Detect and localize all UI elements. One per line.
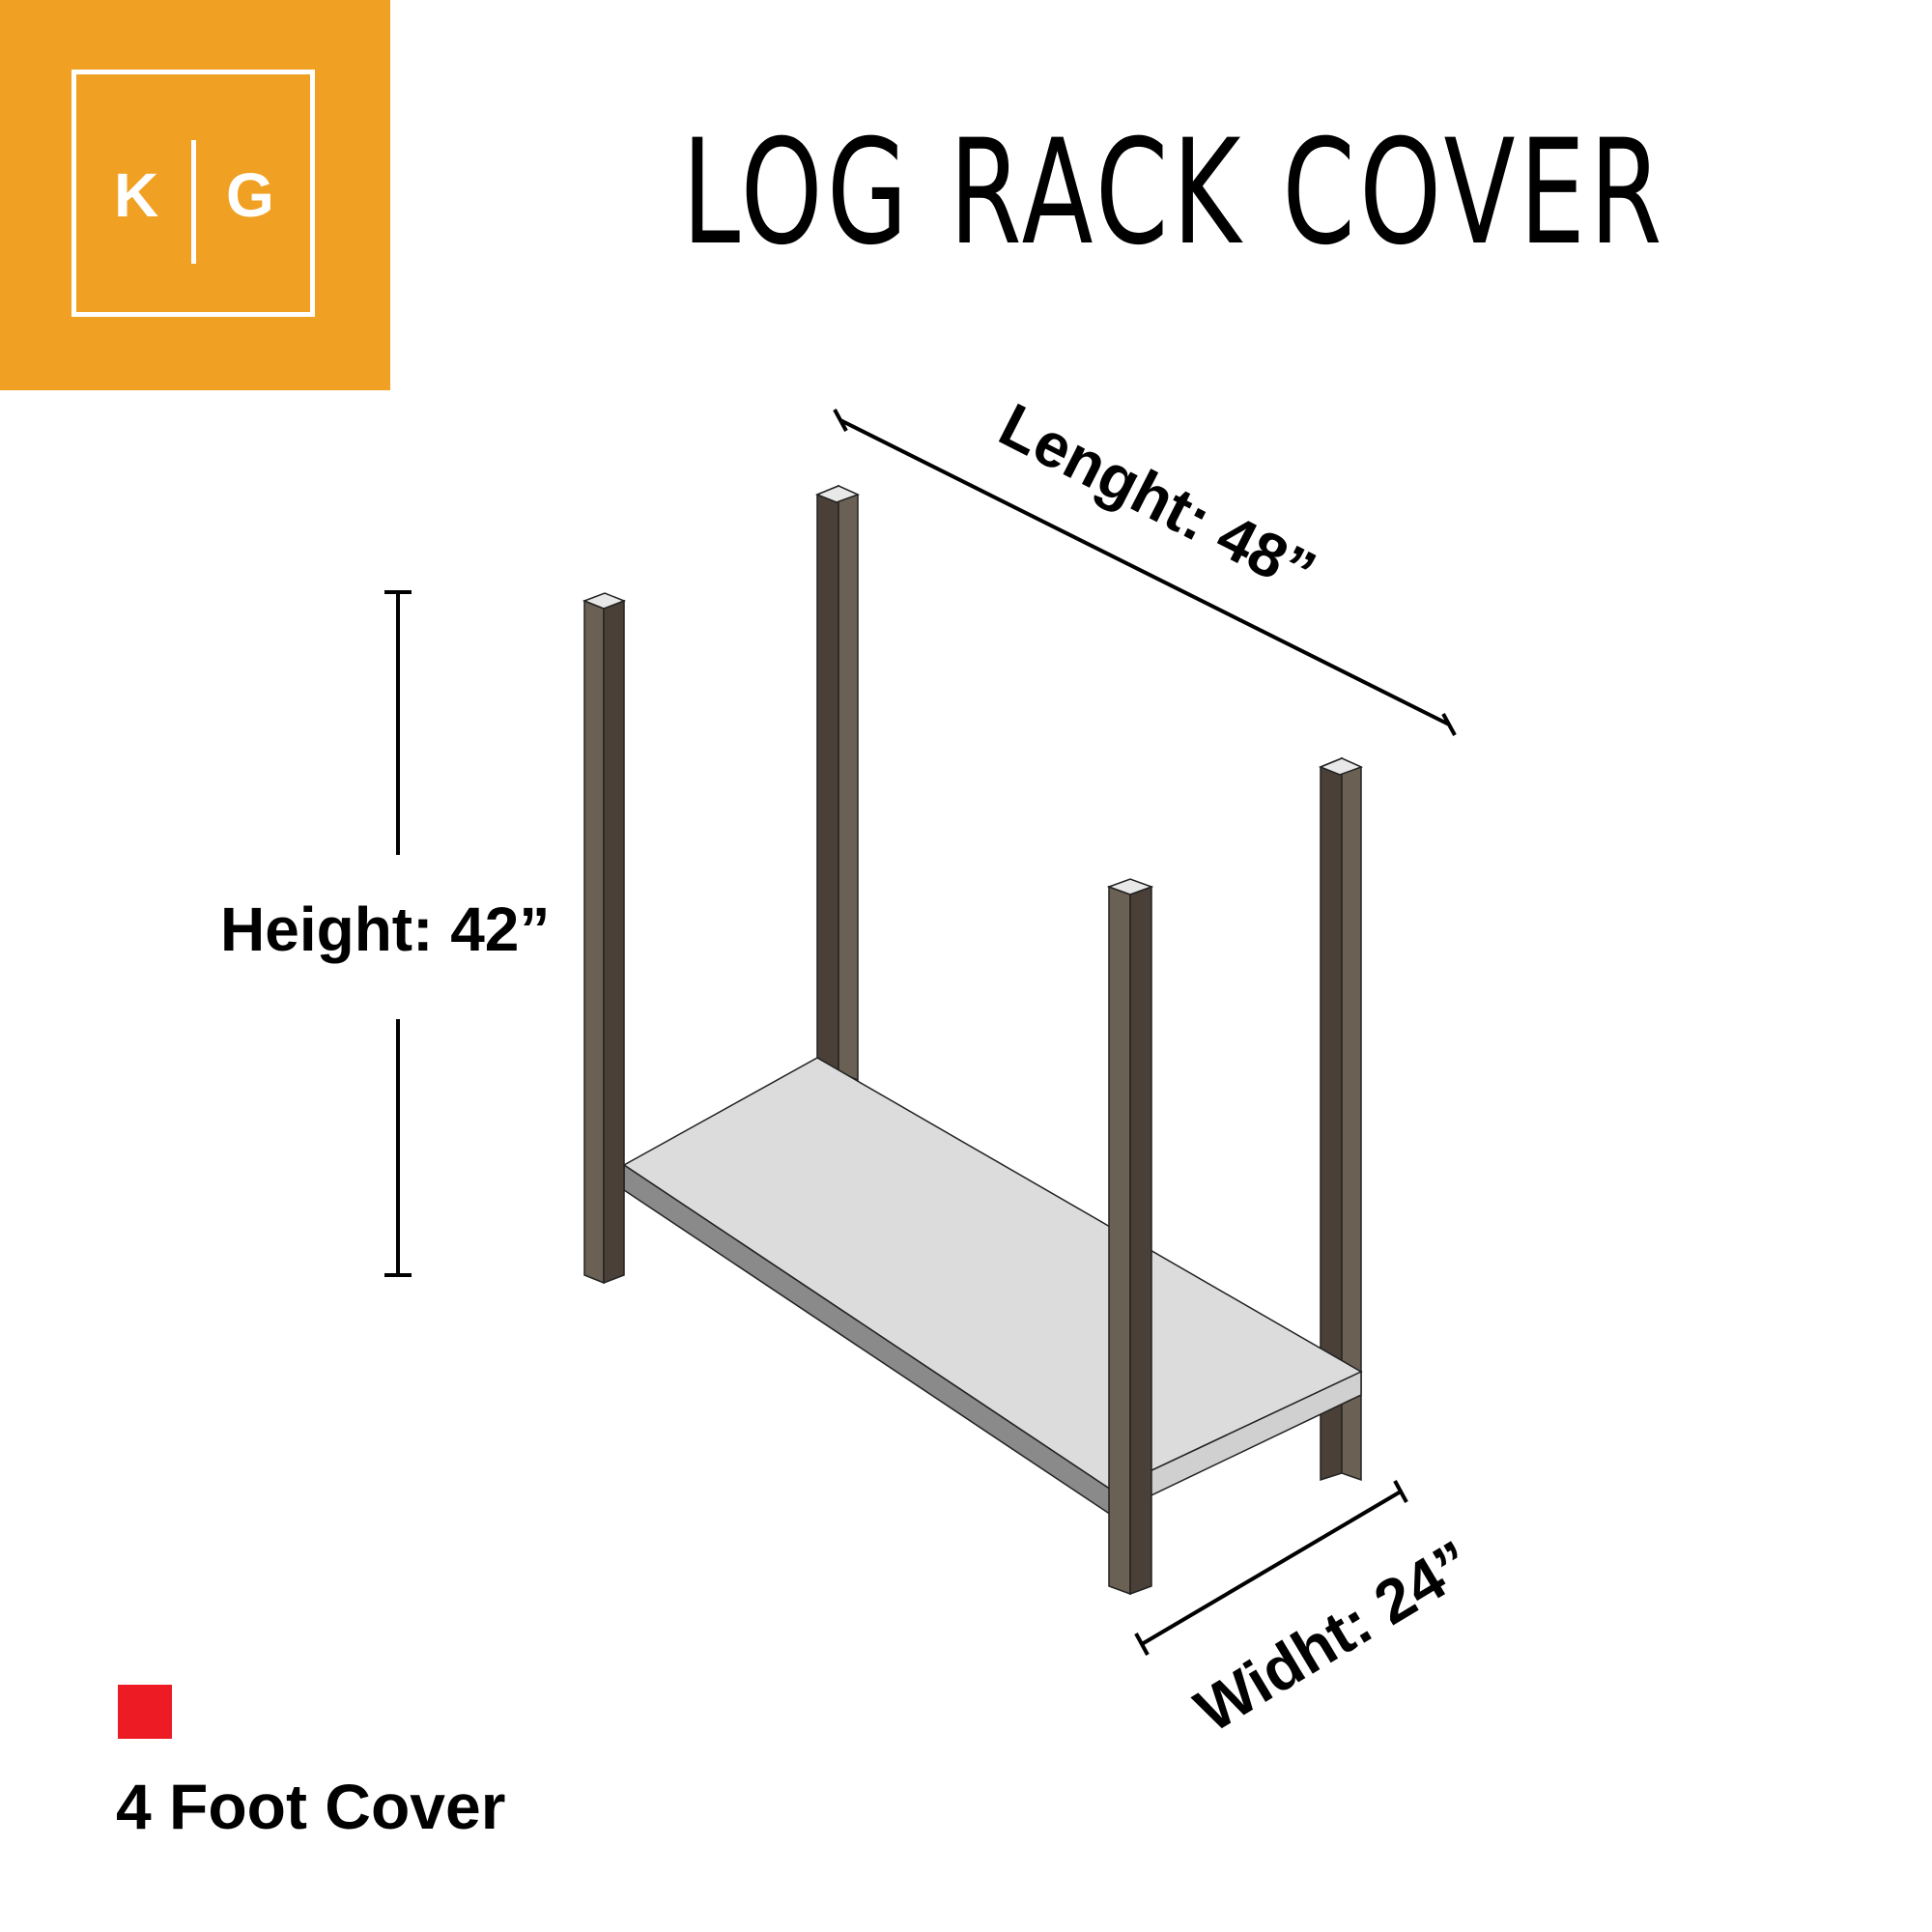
post-front-left — [582, 592, 627, 1285]
logo-frame — [71, 70, 315, 317]
width-label: Widht: 24” — [1183, 1527, 1484, 1746]
post-front-right — [1106, 878, 1154, 1596]
length-dimension-line — [833, 409, 1457, 736]
width-dimension-line — [1134, 1480, 1408, 1656]
logo-letter-k: K — [114, 160, 159, 230]
page-title: LOG RACK COVER — [682, 109, 1666, 277]
legend-label: 4 Foot Cover — [116, 1771, 506, 1842]
post-back-left — [815, 484, 860, 1082]
shelf — [622, 1057, 1363, 1517]
height-label: Height: 42” — [220, 895, 550, 964]
logo-divider — [191, 140, 196, 264]
length-label: Lenght: 48” — [989, 389, 1326, 608]
logo-letter-g: G — [226, 160, 274, 230]
height-dimension-line — [384, 590, 412, 1277]
post-back-right — [1319, 756, 1363, 1482]
logo: K G — [0, 0, 390, 390]
legend-swatch — [118, 1685, 172, 1739]
